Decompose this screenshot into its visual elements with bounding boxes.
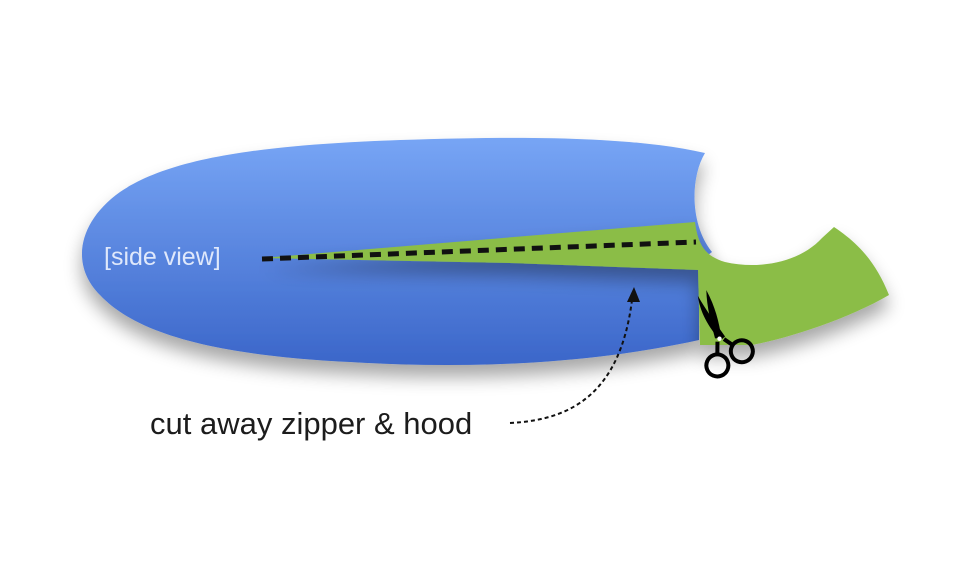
scissors-icon <box>697 290 755 379</box>
arrow-head-icon <box>627 287 640 302</box>
cut-away-region <box>262 222 889 345</box>
side-view-label: [side view] <box>104 243 221 271</box>
pointer-arrow <box>509 299 633 424</box>
caption-text: cut away zipper & hood <box>150 406 472 441</box>
zipper-dashed-line <box>261 239 697 262</box>
